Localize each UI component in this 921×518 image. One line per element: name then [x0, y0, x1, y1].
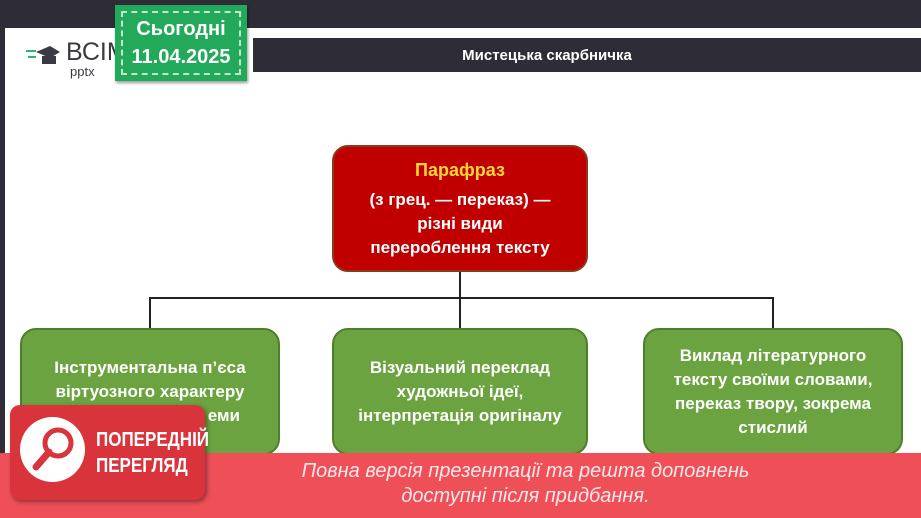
- preview-label: ПОПЕРЕДНІЙ: [96, 429, 210, 451]
- text-line: художньої ідеї,: [396, 381, 524, 401]
- text-line: стислий: [738, 417, 808, 437]
- text-line: (з грец. — переказ) —: [369, 189, 551, 209]
- meaning-box-visual: Візуальний переклад художньої ідеї, інте…: [332, 328, 588, 455]
- connector: [772, 297, 774, 329]
- text-line: віртуозного характеру: [55, 381, 245, 401]
- logo: ВСІМ pptx: [10, 38, 128, 79]
- date-label: Сьогодні: [136, 18, 226, 40]
- preview-badge[interactable]: ПОПЕРЕДНІЙ ПЕРЕГЛЯД: [10, 405, 209, 500]
- graduation-cap-icon: [26, 46, 60, 64]
- text-line: Виклад літературного: [679, 345, 867, 365]
- text-line: еми: [207, 405, 240, 425]
- connector: [459, 272, 461, 299]
- text-line: тексту своїми словами,: [673, 369, 873, 389]
- preview-label: ПЕРЕГЛЯД: [96, 455, 188, 477]
- meaning-box-literature: Виклад літературного тексту своїми слова…: [643, 328, 903, 455]
- text-line: перероблення тексту: [370, 237, 550, 257]
- connector: [149, 297, 774, 299]
- text-line: переказ твору, зокрема: [675, 393, 871, 413]
- magnifier-icon: [32, 427, 74, 471]
- date-badge: Сьогодні 11.04.2025: [115, 5, 247, 81]
- text-line: різні види: [417, 213, 503, 233]
- banner-line: Повна версія презентації та решта доповн…: [301, 460, 750, 482]
- text-line: Візуальний переклад: [369, 357, 551, 377]
- connector: [149, 297, 151, 329]
- text-line: Інструментальна п’єса: [54, 357, 246, 377]
- main-concept-box: Парафраз (з грец. — переказ) — різні вид…: [332, 145, 588, 272]
- connector: [459, 297, 461, 329]
- banner-line: доступні після придбання.: [401, 485, 650, 507]
- main-concept-title: Парафраз: [415, 159, 505, 180]
- date-value: 11.04.2025: [131, 46, 231, 68]
- text-line: інтерпретація оригіналу: [358, 405, 562, 425]
- slide-title: Мистецька скарбничка: [253, 38, 921, 72]
- logo-subtitle: pptx: [70, 64, 95, 79]
